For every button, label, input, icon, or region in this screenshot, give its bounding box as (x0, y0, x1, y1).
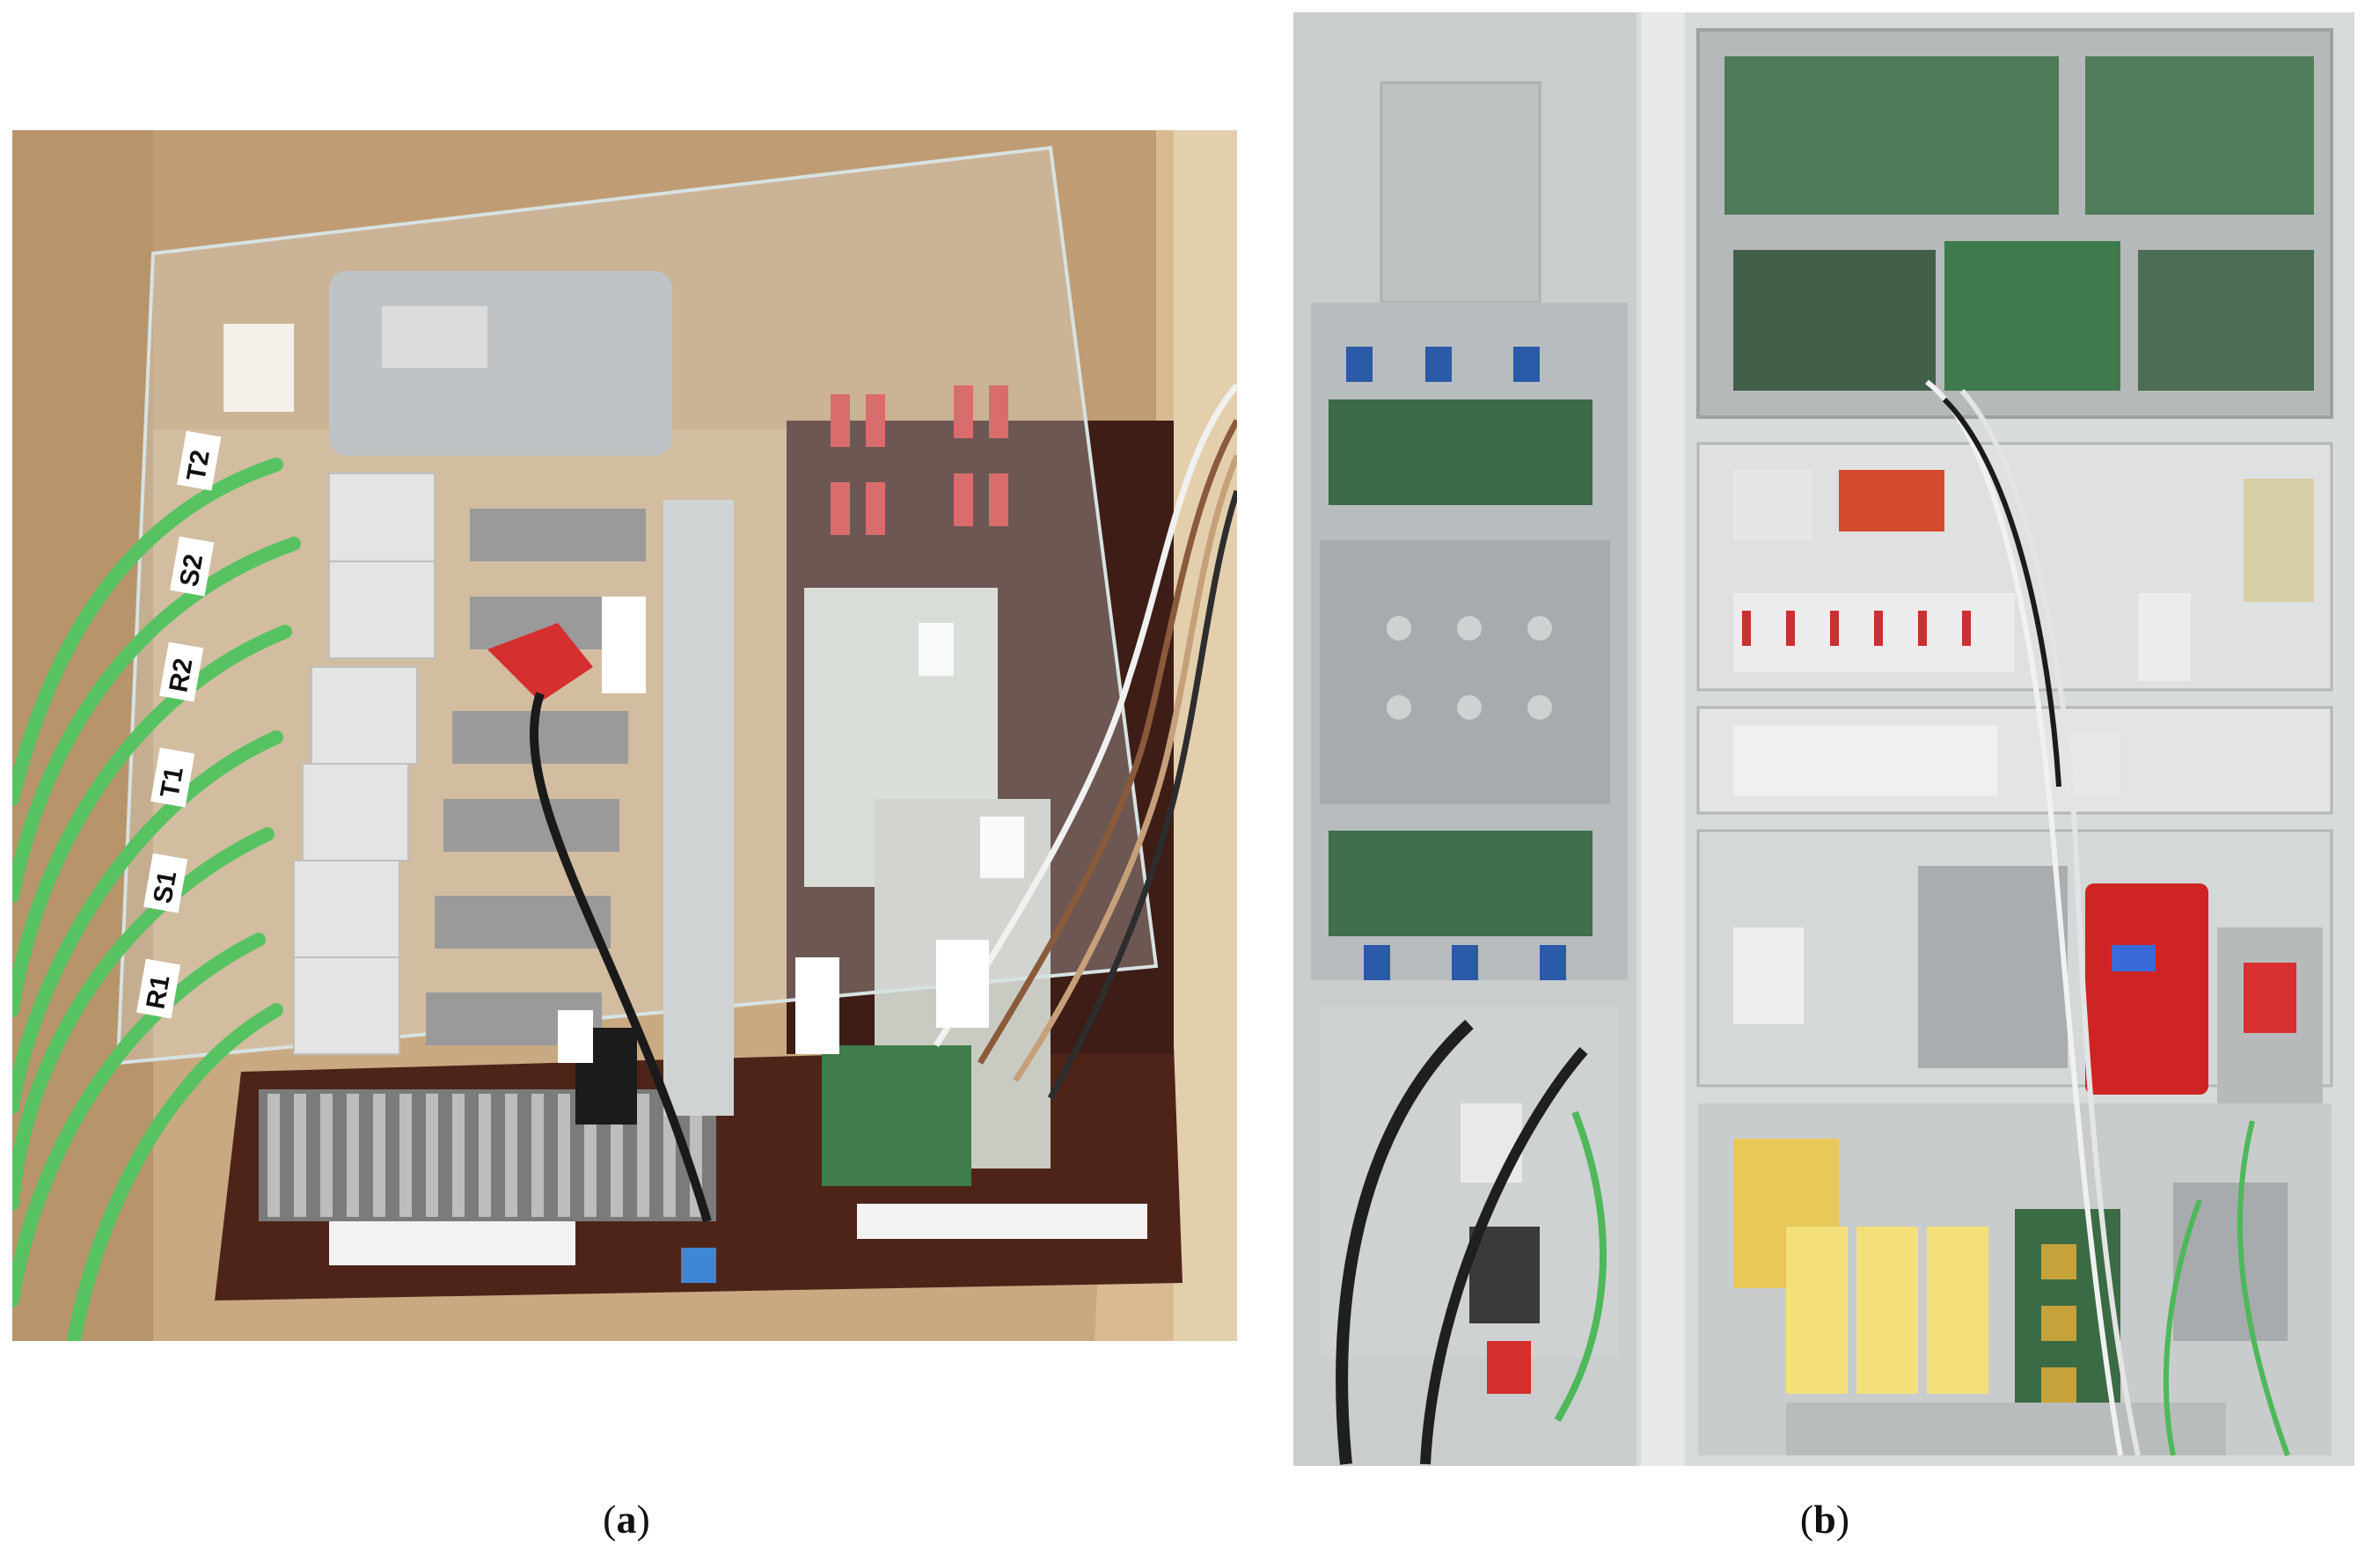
photo-panel-a: T2 S2 R2 T1 S1 R1 (12, 130, 1237, 1341)
photo-b-illustration (1293, 12, 2354, 1466)
caption-letter-b: b (1813, 1497, 1836, 1542)
phase-label-t1: T1 (155, 765, 189, 800)
caption-panel-b: (b) (1799, 1497, 1850, 1542)
phase-label-s2: S2 (174, 552, 209, 589)
photo-panel-b (1293, 12, 2354, 1466)
phase-label-r1: R1 (141, 973, 175, 1012)
photo-a-illustration: T2 S2 R2 T1 S1 R1 (12, 130, 1237, 1341)
phase-label-r2: R2 (164, 656, 198, 695)
caption-panel-a: (a) (603, 1497, 650, 1542)
phase-label-t2: T2 (181, 448, 216, 483)
phase-label-s1: S1 (148, 868, 182, 905)
caption-letter-a: a (616, 1497, 637, 1542)
